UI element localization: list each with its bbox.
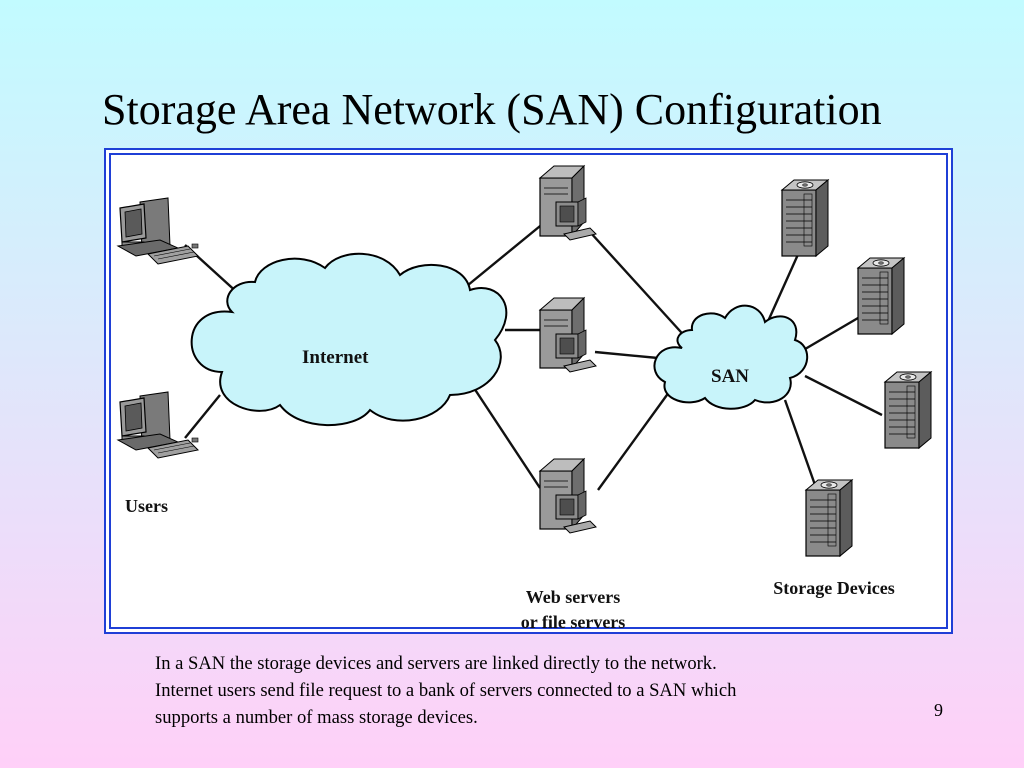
- server-icon-1: [539, 165, 597, 241]
- storage-device-icon-3: [884, 371, 932, 449]
- user-desktop-icon-2: [117, 391, 199, 459]
- web-servers-label-line2: or file servers: [521, 612, 626, 632]
- server-icon-3: [539, 458, 597, 534]
- storage-device-icon-4: [805, 479, 853, 557]
- web-servers-label-line1: Web servers: [526, 587, 620, 607]
- internet-cloud-icon: [190, 252, 508, 427]
- server-icon-2: [539, 297, 597, 373]
- internet-label: Internet: [302, 347, 369, 368]
- caption-line-1: In a SAN the storage devices and servers…: [155, 653, 717, 674]
- user-desktop-icon-1: [117, 197, 199, 265]
- users-label: Users: [125, 496, 168, 516]
- slide-title: Storage Area Network (SAN) Configuration: [102, 85, 882, 134]
- caption: In a SAN the storage devices and servers…: [155, 650, 875, 731]
- san-cloud-icon: [653, 304, 809, 410]
- caption-line-3: supports a number of mass storage device…: [155, 707, 478, 728]
- san-label: SAN: [711, 366, 749, 387]
- page-number: 9: [934, 700, 943, 720]
- caption-line-2: Internet users send file request to a ba…: [155, 680, 737, 701]
- storage-device-icon-1: [781, 179, 829, 257]
- storage-devices-label: Storage Devices: [773, 578, 894, 598]
- storage-device-icon-2: [857, 257, 905, 335]
- connection-lines: [184, 221, 883, 491]
